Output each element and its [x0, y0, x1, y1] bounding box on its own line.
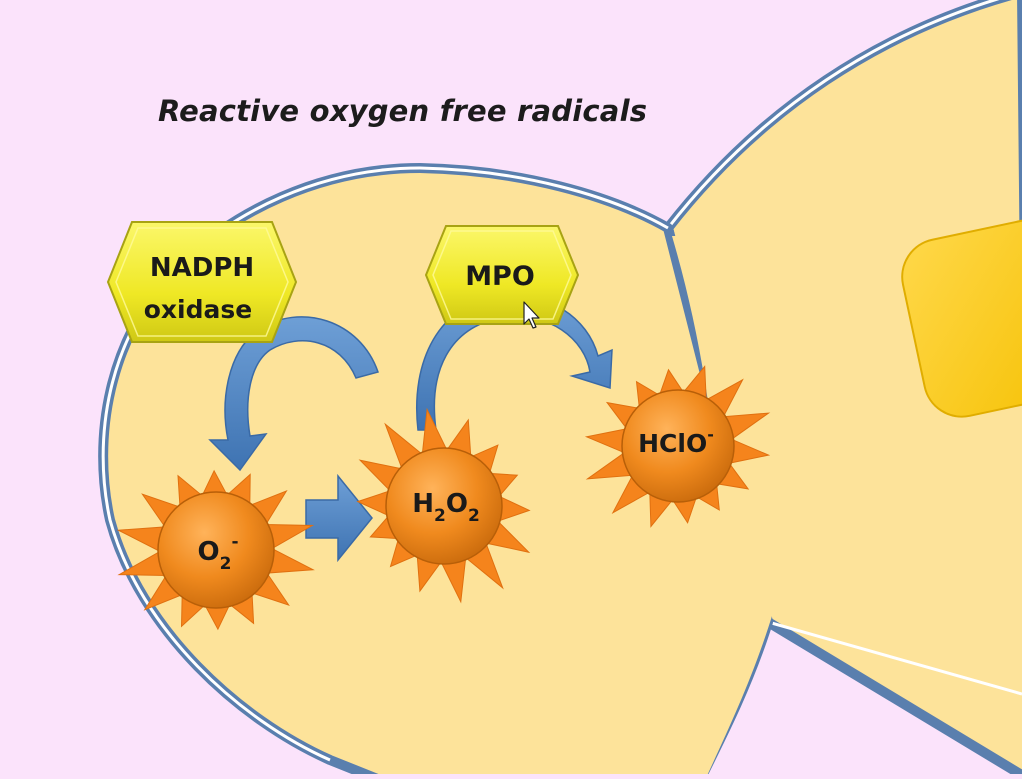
nadph-label-line1: NADPH	[150, 253, 254, 283]
burst-hclo-orb	[621, 389, 735, 503]
arrow-nadph-to-superoxide	[208, 316, 379, 472]
burst-h2o2-orb	[385, 447, 503, 565]
hypochlorite-label: HClO-	[638, 425, 714, 458]
arrow-peroxide-to-hypochlorite	[416, 294, 613, 431]
enzyme-mpo: MPO	[424, 225, 580, 325]
molecule-hypochlorite	[584, 365, 771, 528]
molecule-superoxide	[116, 469, 315, 631]
arrow-superoxide-to-peroxide	[305, 473, 373, 563]
granule	[901, 218, 1022, 418]
burst-o2-orb	[157, 491, 275, 609]
peroxide-label: H2O2	[412, 489, 480, 526]
nadph-label-line2: oxidase	[144, 295, 252, 324]
superoxide-label: O2-	[197, 532, 238, 574]
mpo-label: MPO	[465, 261, 535, 292]
large-cell-membrane-inner	[666, 0, 1022, 696]
mouse-cursor-icon	[523, 301, 540, 329]
molecule-hydrogen-peroxide	[356, 407, 531, 604]
diagram-title: Reactive oxygen free radicals	[158, 94, 648, 128]
enzyme-nadph-oxidase: NADPH oxidase	[106, 221, 298, 343]
